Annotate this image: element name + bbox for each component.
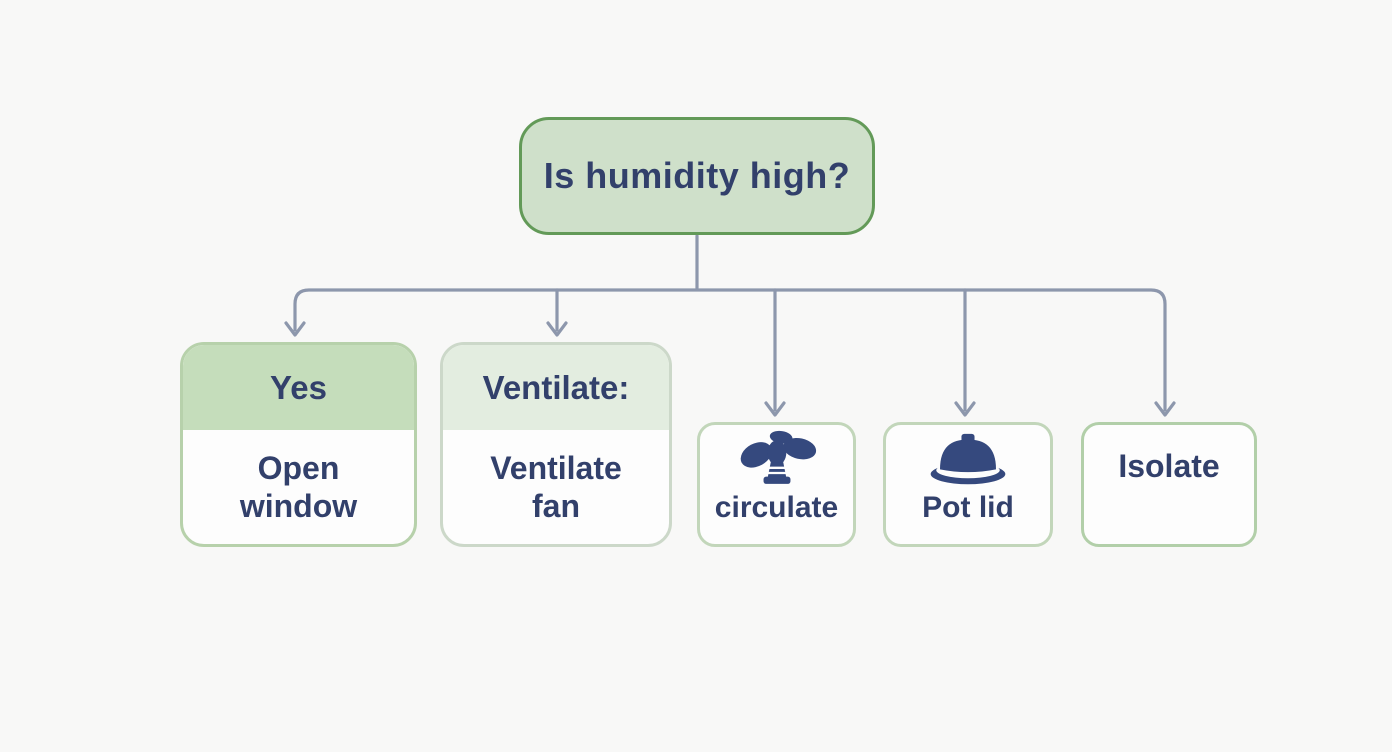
branch-yes[interactable]: Yes Open window bbox=[180, 342, 417, 547]
arrowhead-5 bbox=[1154, 401, 1176, 417]
branch-yes-header: Yes bbox=[183, 345, 414, 430]
decision-node-humidity[interactable]: Is humidity high? bbox=[519, 117, 875, 235]
branch-yes-body-label: Open window bbox=[239, 449, 358, 524]
branch-ventilate[interactable]: Ventilate: Ventilate fan bbox=[440, 342, 672, 547]
branch-ventilate-header: Ventilate: bbox=[443, 345, 669, 430]
branch-circulate-label: circulate bbox=[714, 491, 839, 524]
arrowhead-3 bbox=[764, 401, 786, 417]
branch-yes-body: Open window bbox=[183, 430, 414, 544]
arrowhead-4 bbox=[954, 401, 976, 417]
arrowhead-2 bbox=[546, 321, 568, 337]
arrowhead-1 bbox=[284, 321, 306, 337]
branch-isolate-label: Isolate bbox=[1118, 448, 1220, 484]
fan-icon bbox=[729, 430, 825, 493]
branch-ventilate-body: Ventilate fan bbox=[443, 430, 669, 544]
pot-lid-icon bbox=[923, 432, 1013, 493]
connector-rail bbox=[293, 288, 1167, 412]
branch-pot-lid-label: Pot lid bbox=[922, 491, 1014, 524]
branch-pot-lid[interactable]: Pot lid bbox=[883, 422, 1053, 547]
branch-circulate[interactable]: circulate bbox=[697, 422, 856, 547]
branch-isolate[interactable]: Isolate bbox=[1081, 422, 1257, 547]
decision-label: Is humidity high? bbox=[543, 155, 851, 196]
branch-ventilate-body-label: Ventilate fan bbox=[490, 449, 622, 524]
